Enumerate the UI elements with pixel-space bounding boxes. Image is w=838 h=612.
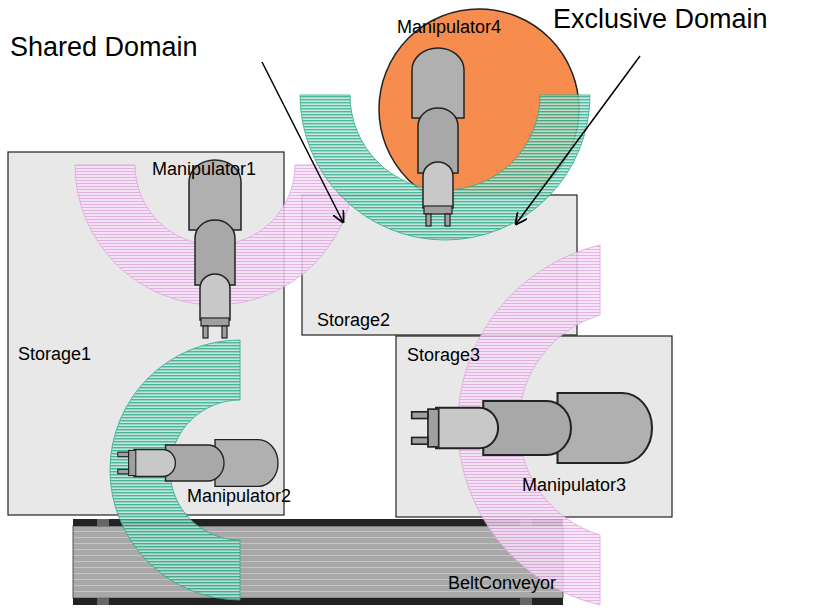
node-label: BeltConveyor [448,574,556,594]
belt-conveyor: BeltConveyor [73,521,563,603]
manipulator-label: Manipulator2 [187,487,291,507]
node-label: Storage1 [18,345,91,365]
node-label: Storage2 [317,311,390,331]
manipulator-label: Manipulator3 [522,476,626,496]
node-label: Storage3 [407,346,480,366]
storage-box: Storage1 [8,152,284,515]
storage-box: Storage2 [302,195,577,335]
manipulator-label: Manipulator1 [152,160,256,180]
node-label: Manipulator4 [397,18,501,38]
manipulator-base: Manipulator4 [378,8,580,210]
callout-label: Exclusive Domain [553,5,768,35]
callout-label: Shared Domain [10,33,198,63]
